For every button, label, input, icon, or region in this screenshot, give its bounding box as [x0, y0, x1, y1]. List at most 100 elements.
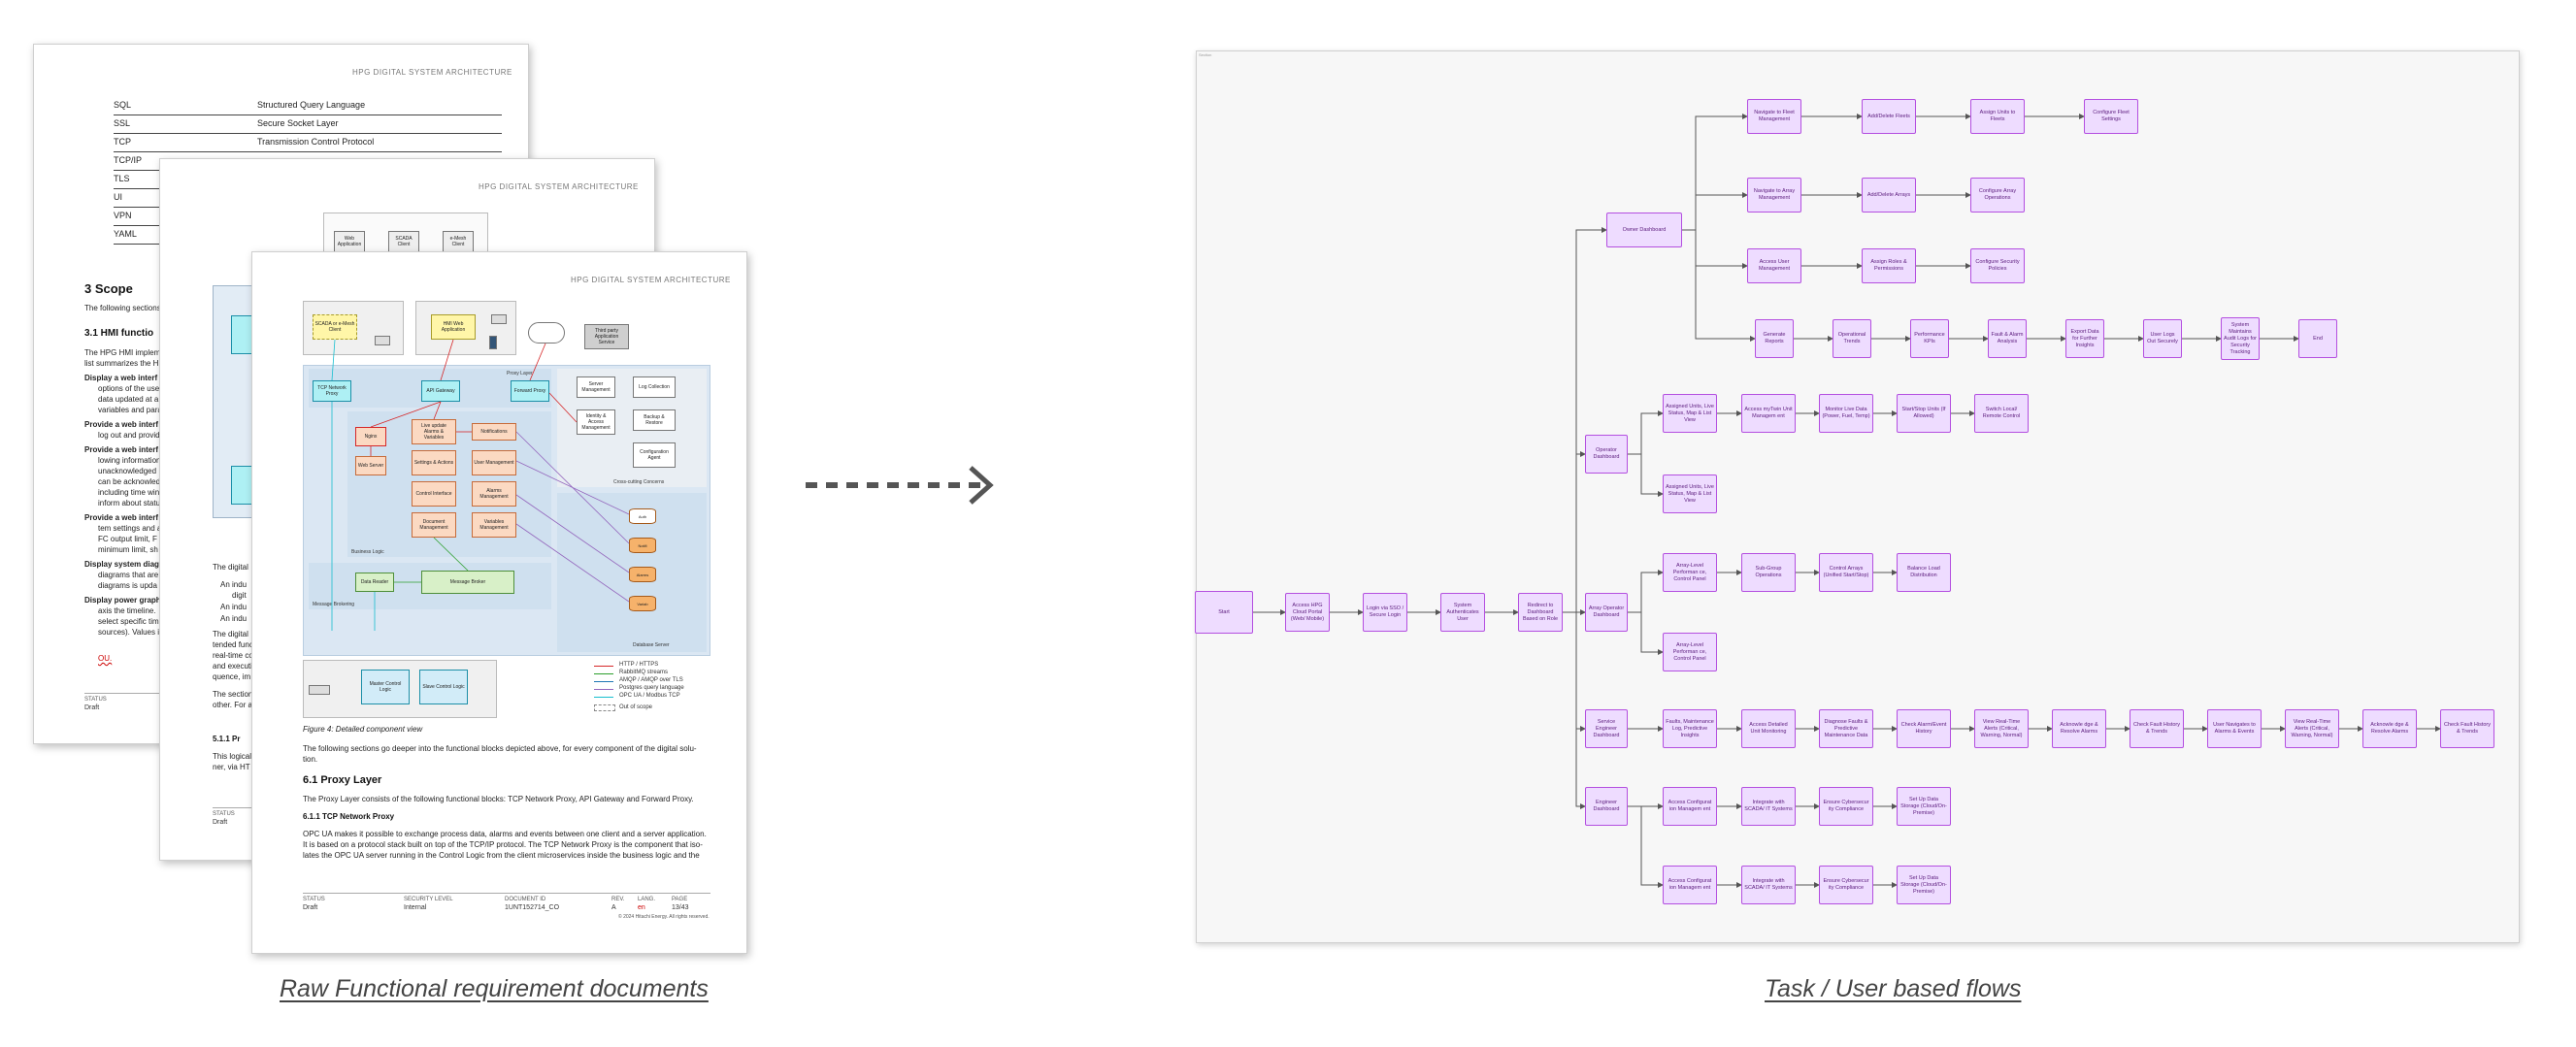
requirements-page-3: HPG DIGITAL SYSTEM ARCHITECTURE SCADA or…: [251, 251, 747, 954]
flow-node-o4b[interactable]: Operational Trends: [1833, 319, 1871, 358]
flow-node-o1b[interactable]: Add/Delete Fleets: [1862, 99, 1916, 134]
tcp-network-proxy: TCP Network Proxy: [313, 380, 351, 402]
flow-node-s1[interactable]: Faults, Maintenance Log, Predictive Insi…: [1663, 709, 1717, 748]
section-intro: The following sections: [84, 304, 161, 312]
flow-node-s4[interactable]: Check Alarm/Event History: [1897, 709, 1951, 748]
zone-label-proxy-layer: Proxy Layer: [507, 371, 533, 376]
flow-connector: [1563, 451, 1586, 613]
laptop-icon: [491, 314, 507, 324]
forward-proxy: Forward Proxy: [511, 380, 549, 402]
notifications-database: Notifi: [629, 538, 656, 553]
flow-node-o3c[interactable]: Configure Security Policies: [1970, 248, 2025, 283]
flow-node-start[interactable]: Start: [1195, 591, 1253, 634]
flow-node-s11[interactable]: Check Fault History & Trends: [2440, 709, 2494, 748]
security-value: Internal: [404, 904, 427, 911]
flow-node-auth[interactable]: System Authenticates User: [1440, 593, 1485, 632]
flow-node-ar2a[interactable]: Array-Level Performan ce, Control Panel: [1663, 633, 1717, 671]
message-broker: Message Broker: [421, 571, 514, 594]
flow-node-e2b[interactable]: Integrate with SCADA/ IT Systems: [1741, 866, 1796, 904]
flow-node-s8[interactable]: User Navigates to Alarms & Events: [2207, 709, 2262, 748]
alarms-database: Alarms: [629, 567, 656, 582]
flow-node-ar1c[interactable]: Control Arrays (Unified Start/Stop): [1819, 553, 1873, 592]
flow-node-s5[interactable]: View Real-Time Alerts (Critical, Warning…: [1974, 709, 2029, 748]
flow-node-array-op[interactable]: Array Operator Dashboard: [1585, 593, 1628, 632]
flow-connector: [1563, 227, 1607, 613]
flow-node-end[interactable]: End: [2298, 319, 2337, 358]
flow-node-o3a[interactable]: Access User Management: [1747, 248, 1801, 283]
flow-node-operator[interactable]: Operator Dashboard: [1585, 435, 1628, 474]
api-gateway: API Gateway: [421, 380, 460, 402]
glossary-definition: Structured Query Language: [257, 100, 366, 110]
flow-node-service[interactable]: Service Engineer Dashboard: [1585, 709, 1628, 748]
web-server: Web Server: [355, 456, 386, 475]
flow-node-op2a[interactable]: Assigned Units, Live Status, Map & List …: [1663, 474, 1717, 513]
arrow-head-icon: [969, 466, 994, 505]
glossary-row: VPN: [114, 208, 172, 226]
flow-node-o1c[interactable]: Assign Units to Fleets: [1970, 99, 2025, 134]
slave-control-logic: Slave Control Logic: [419, 670, 468, 704]
zone-label-business-logic: Business Logic: [351, 549, 384, 555]
flow-node-o2c[interactable]: Configure Array Operations: [1970, 178, 2025, 213]
document-management: Document Management: [412, 512, 456, 538]
glossary-abbr: SQL: [114, 100, 132, 110]
flow-node-e2d[interactable]: Set Up Data Storage (Cloud/On-Premise): [1897, 866, 1951, 904]
flow-node-o4f[interactable]: User Logs Out Securely: [2143, 319, 2182, 358]
requirement-item-line: lowing information: [98, 456, 161, 465]
flow-node-e2a[interactable]: Access Configurat ion Managem ent: [1663, 866, 1717, 904]
flow-node-access[interactable]: Access HPG Cloud Portal (Web/ Mobile): [1285, 593, 1330, 632]
page-value: 13/43: [672, 904, 689, 911]
flow-node-o2b[interactable]: Add/Delete Arrays: [1862, 178, 1916, 213]
flow-node-e1a[interactable]: Access Configurat ion Managem ent: [1663, 787, 1717, 826]
figure-caption: Figure 4: Detailed component view: [303, 725, 423, 734]
flow-node-s7[interactable]: Check Fault History & Trends: [2130, 709, 2184, 748]
flow-node-e1d[interactable]: Set Up Data Storage (Cloud/On-Premise): [1897, 787, 1951, 826]
requirement-item-line: axis the timeline.: [98, 606, 156, 615]
flow-node-op1c[interactable]: Monitor Live Data (Power, Fuel, Temp): [1819, 394, 1873, 433]
requirement-item-line: minimum limit, sh: [98, 545, 158, 554]
legend-label: HTTP / HTTPS: [619, 662, 659, 668]
flow-node-o2a[interactable]: Navigate to Array Management: [1747, 178, 1801, 213]
flow-node-o4e[interactable]: Export Data for Further Insights: [2065, 319, 2104, 358]
paragraph-fragment: quence, im: [213, 672, 251, 681]
flow-node-o4g[interactable]: System Maintains Audit Logs for Security…: [2221, 317, 2260, 360]
flow-node-engineer[interactable]: Engineer Dashboard: [1585, 787, 1628, 826]
flow-node-ar1a[interactable]: Array-Level Performan ce, Control Panel: [1663, 553, 1717, 592]
flow-node-redirect[interactable]: Redirect to Dashboard Based on Role: [1518, 593, 1563, 632]
configuration-agent: Configuration Agent: [633, 442, 676, 468]
flow-node-o1d[interactable]: Configure Fleet Settings: [2084, 99, 2138, 134]
flow-node-s6[interactable]: Acknowle dge & Resolve Alarms: [2052, 709, 2106, 748]
flow-node-s2[interactable]: Access Detailed Unit Monitoring: [1741, 709, 1796, 748]
flow-node-o3b[interactable]: Assign Roles & Permissions: [1862, 248, 1916, 283]
flow-node-owner[interactable]: Owner Dashboard: [1606, 213, 1682, 247]
requirement-item-line: diagrams that are: [98, 571, 159, 579]
flow-node-op1d[interactable]: Start/Stop Units (If Allowed): [1897, 394, 1951, 433]
flow-node-o4a[interactable]: Generate Reports: [1755, 319, 1794, 358]
glossary-row: SQL Structured Query Language: [114, 97, 502, 115]
flow-node-o1a[interactable]: Navigate to Fleet Management: [1747, 99, 1801, 134]
flow-node-login[interactable]: Login via SSO / Secure Login: [1363, 593, 1407, 632]
rev-label: REV.: [611, 897, 625, 902]
flow-node-op1e[interactable]: Switch Local/ Remote Control: [1974, 394, 2029, 433]
flow-connector: [1682, 229, 1748, 269]
requirement-item-line: variables and para: [98, 406, 162, 414]
flow-node-s9[interactable]: View Real-Time Alerts (Critical, Warning…: [2285, 709, 2339, 748]
flow-node-o4d[interactable]: Fault & Alarm Analysis: [1988, 319, 2027, 358]
page-header: HPG DIGITAL SYSTEM ARCHITECTURE: [352, 68, 512, 77]
glossary-row: TCP/IP: [114, 152, 172, 171]
zone-label-message-brokering: Message Brokering: [313, 602, 355, 607]
flow-node-s10[interactable]: Acknowle dge & Resolve Alarms: [2362, 709, 2417, 748]
flow-node-o4c[interactable]: Performance KPIs: [1910, 319, 1949, 358]
flow-node-ar1b[interactable]: Sub-Group Operations: [1741, 553, 1796, 592]
flow-node-e2c[interactable]: Ensure Cybersecur ity Compliance: [1819, 866, 1873, 904]
flow-node-s3[interactable]: Diagnose Faults & Predictive Maintenance…: [1819, 709, 1873, 748]
requirement-item-line: tem settings and a: [98, 524, 162, 533]
flow-node-op1b[interactable]: Access myTwin Unit Managem ent: [1741, 394, 1796, 433]
flow-node-ar1d[interactable]: Balance Load Distribution: [1897, 553, 1951, 592]
alarms-management: Alarms Management: [472, 481, 516, 507]
flow-node-op1a[interactable]: Assigned Units, Live Status, Map & List …: [1663, 394, 1717, 433]
paragraph: lates the OPC UA server running in the C…: [303, 851, 700, 860]
flow-node-e1c[interactable]: Ensure Cybersecur ity Compliance: [1819, 787, 1873, 826]
flow-node-e1b[interactable]: Integrate with SCADA/ IT Systems: [1741, 787, 1796, 826]
flow-connectors: [1253, 114, 2441, 888]
